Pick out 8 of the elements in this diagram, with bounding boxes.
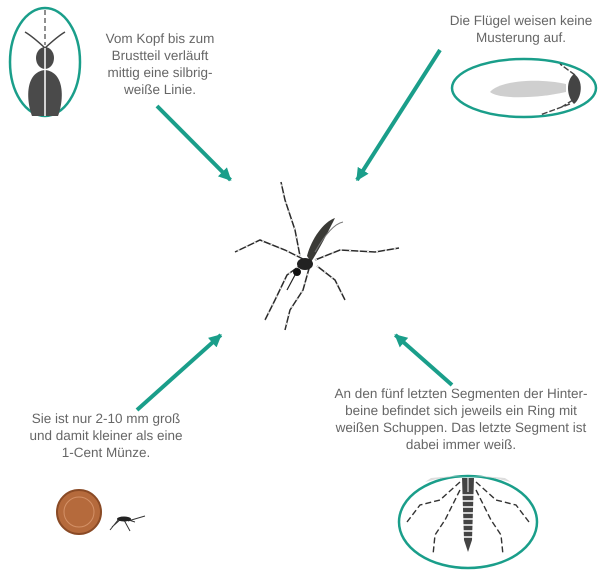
arrow	[136, 334, 222, 412]
arrow	[355, 48, 442, 182]
callout-text: Vom Kopf bis zum Brustteil verläuft mittig eine silbrig-weiße Linie.	[104, 30, 216, 98]
callout-text: Die Flügel weisen keine Musterung auf.	[448, 12, 594, 46]
callout-text: An den fünf letzten Segmenten der Hinter- beine befindet sich jeweils ein Ring mit weißen Schuppen. Das letzte Segment ist dabei immer weiß.	[334, 385, 588, 453]
arrow	[156, 104, 232, 182]
arrow	[394, 334, 454, 386]
callout-text: Sie ist nur 2-10 mm groß und damit kleiner als eine 1-Cent Münze.	[28, 410, 184, 461]
